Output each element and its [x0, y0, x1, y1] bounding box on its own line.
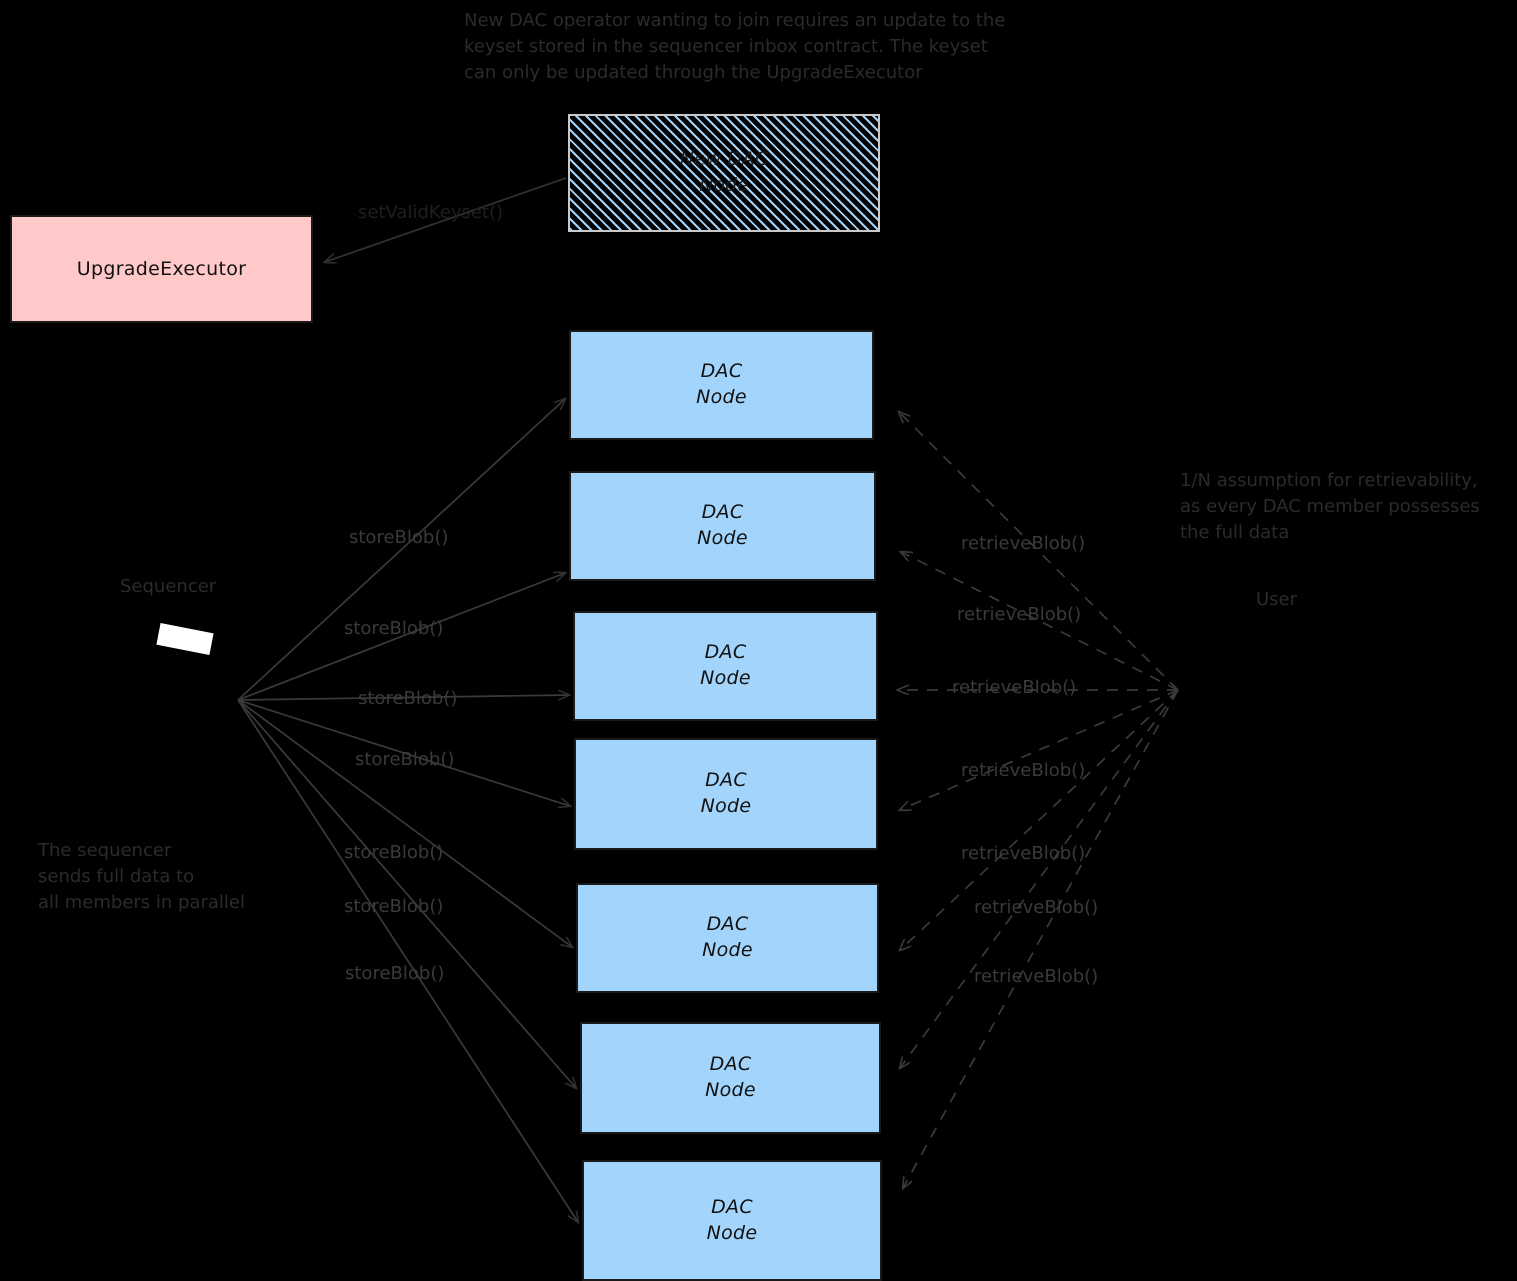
edge-label-store-blob-5: storeBlob(): [344, 842, 444, 863]
dac-node-box-7[interactable]: DAC Node: [582, 1160, 882, 1281]
dac-node-label-line2: Node: [705, 1079, 756, 1101]
edge-retrieve-blob-group: [898, 412, 1179, 1188]
edge-label-store-blob-3: storeBlob(): [358, 688, 458, 709]
dac-node-label-line2: Node: [696, 386, 747, 408]
edge-label-store-blob-7: storeBlob(): [345, 963, 445, 984]
edge-label-retrieve-blob-1: retrieveBlob(): [961, 533, 1086, 554]
new-dac-node-label-line2: Node: [699, 174, 749, 196]
note-sequencer-parallel: The sequencer sends full data to all mem…: [38, 840, 245, 914]
new-dac-node-label-line1: New DAC: [679, 148, 769, 171]
dac-node-label-line2: Node: [706, 1221, 758, 1244]
dac-node-box-5[interactable]: DAC Node: [576, 883, 879, 993]
upgrade-executor-label: UpgradeExecutor: [76, 258, 247, 280]
edge-label-retrieve-blob-2: retrieveBlob(): [957, 604, 1082, 625]
dac-node-box-3[interactable]: DAC Node: [573, 611, 878, 721]
dac-node-box-6[interactable]: DAC Node: [580, 1022, 881, 1134]
edge-label-retrieve-blob-7: retrieveBlob(): [974, 966, 1099, 987]
sequencer-icon: [156, 623, 214, 655]
dac-node-label-line1: DAC: [706, 913, 749, 936]
new-dac-node-box[interactable]: New DAC Node: [568, 114, 880, 232]
edge-label-retrieve-blob-5: retrieveBlob(): [961, 843, 1086, 864]
upgrade-executor-box[interactable]: UpgradeExecutor: [10, 215, 313, 323]
edge-label-store-blob-4: storeBlob(): [355, 749, 455, 770]
dac-node-label-line2: Node: [697, 527, 748, 549]
note-keyset-update: New DAC operator wanting to join require…: [464, 10, 1006, 84]
dac-node-label-line1: DAC: [705, 769, 747, 792]
edge-label-retrieve-blob-6: retrieveBlob(): [974, 897, 1099, 918]
dac-node-label-line1: DAC: [700, 360, 743, 383]
dac-node-label-line1: DAC: [704, 641, 747, 664]
dac-node-label-line2: Node: [700, 795, 752, 817]
edge-label-store-blob-2: storeBlob(): [344, 618, 444, 639]
edge-label-retrieve-blob-4: retrieveBlob(): [961, 760, 1086, 781]
edge-label-store-blob-1: storeBlob(): [349, 527, 449, 548]
dac-node-label-line1: DAC: [709, 1053, 752, 1076]
dac-node-label-line2: Node: [702, 939, 753, 961]
edge-label-set-valid-keyset: setValidKeyset(): [358, 202, 504, 223]
sequencer-label: Sequencer: [120, 576, 217, 597]
edge-store-blob-group: [237, 399, 578, 1222]
dac-node-box-2[interactable]: DAC Node: [569, 471, 876, 581]
dac-node-label-line1: DAC: [711, 1195, 753, 1218]
edge-label-store-blob-6: storeBlob(): [344, 896, 444, 917]
note-retrievability: 1/N assumption for retrievability, as ev…: [1180, 470, 1480, 544]
dac-node-label-line2: Node: [700, 667, 751, 689]
dac-node-box-4[interactable]: DAC Node: [574, 738, 878, 850]
edge-label-retrieve-blob-3: retrieveBlob(): [952, 677, 1077, 698]
dac-node-label-line1: DAC: [701, 501, 744, 524]
user-label: User: [1256, 589, 1298, 610]
dac-node-box-1[interactable]: DAC Node: [569, 330, 874, 440]
